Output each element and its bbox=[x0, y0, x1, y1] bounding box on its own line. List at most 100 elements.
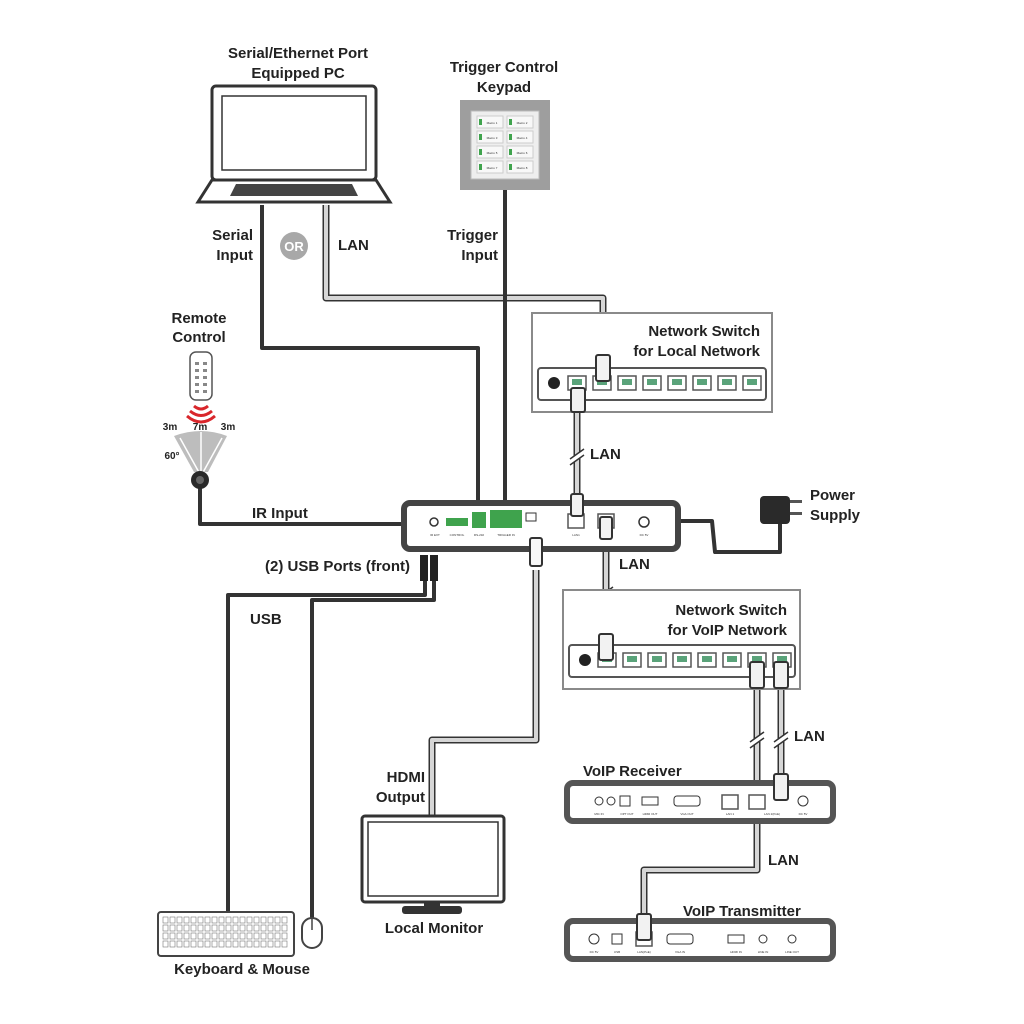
keyboard-key bbox=[253, 932, 260, 940]
keyboard-mouse-label: Keyboard & Mouse bbox=[174, 961, 310, 978]
pc-title-line2: Equipped PC bbox=[251, 65, 345, 82]
angle-label: 60° bbox=[164, 451, 179, 462]
switch-port bbox=[617, 375, 637, 391]
voip-transmitter: DC 5V USB LAN(PoE) VGA IN HDMI IN LINE I… bbox=[564, 918, 836, 962]
or-badge: OR bbox=[280, 232, 308, 260]
or-badge-text: OR bbox=[284, 239, 304, 254]
range-center-label: 7m bbox=[193, 422, 208, 433]
svg-text:CONTROL: CONTROL bbox=[450, 533, 465, 537]
svg-text:LAN(PoE): LAN(PoE) bbox=[637, 950, 651, 954]
keyboard-key bbox=[197, 932, 204, 940]
keyboard-key bbox=[246, 932, 253, 940]
svg-text:VGA IN: VGA IN bbox=[675, 950, 685, 954]
keypad-button-label: Macro 5 bbox=[487, 151, 498, 155]
keyboard-key bbox=[211, 916, 218, 924]
power-supply-label-line1: Power bbox=[810, 487, 855, 504]
keyboard-key bbox=[253, 924, 260, 932]
svg-text:TRIGGER IN: TRIGGER IN bbox=[497, 533, 515, 537]
pc-title-line1: Serial/Ethernet Port bbox=[228, 45, 368, 62]
keyboard-key bbox=[274, 932, 281, 940]
voip-switch-plugs bbox=[598, 633, 789, 689]
power-supply-icon bbox=[760, 496, 802, 524]
keyboard-key bbox=[190, 932, 197, 940]
keyboard-key bbox=[281, 940, 288, 948]
keyboard-key bbox=[260, 932, 267, 940]
keyboard-key bbox=[267, 940, 274, 948]
svg-text:RS-232: RS-232 bbox=[474, 533, 485, 537]
svg-text:VGA OUT: VGA OUT bbox=[680, 812, 694, 816]
keyboard-key bbox=[169, 924, 176, 932]
usb-keyboard-cable bbox=[226, 580, 427, 912]
keyboard-key bbox=[197, 924, 204, 932]
keypad-button: Macro 3 bbox=[476, 130, 504, 144]
switch-port bbox=[722, 652, 742, 668]
keyboard-key bbox=[281, 916, 288, 924]
switch-port bbox=[742, 375, 762, 391]
keyboard-key bbox=[183, 940, 190, 948]
keyboard-key bbox=[218, 940, 225, 948]
svg-text:OPT OUT: OPT OUT bbox=[620, 812, 633, 816]
local-switch-title-line1: Network Switch bbox=[648, 323, 760, 340]
local-lan-label: LAN bbox=[590, 446, 621, 463]
keyboard-key bbox=[190, 924, 197, 932]
usb-label: USB bbox=[250, 611, 282, 628]
keyboard-key bbox=[211, 940, 218, 948]
keyboard-key bbox=[267, 924, 274, 932]
keyboard-key bbox=[162, 940, 169, 948]
power-cable bbox=[665, 519, 782, 554]
keyboard-key bbox=[274, 940, 281, 948]
keyboard-key bbox=[204, 916, 211, 924]
keypad-title-line1: Trigger Control bbox=[450, 59, 558, 76]
keyboard-key bbox=[225, 916, 232, 924]
keypad-button: Macro 8 bbox=[506, 160, 534, 174]
keyboard-key bbox=[218, 916, 225, 924]
voip-lan-label: LAN bbox=[619, 556, 650, 573]
keyboard-icon bbox=[157, 911, 295, 957]
keyboard-key bbox=[239, 924, 246, 932]
remote-control-icon bbox=[189, 351, 213, 401]
hdmi-cable-inner bbox=[430, 570, 538, 818]
serial-input-label-line1: Serial bbox=[212, 227, 253, 244]
keyboard-key bbox=[267, 932, 274, 940]
serial-input-label-line2: Input bbox=[216, 247, 253, 264]
keyboard-key bbox=[204, 932, 211, 940]
power-supply-label-line2: Supply bbox=[810, 507, 861, 524]
keypad-title-line2: Keypad bbox=[477, 79, 531, 96]
keyboard-key bbox=[281, 932, 288, 940]
keyboard-key bbox=[281, 924, 288, 932]
keyboard-key bbox=[246, 916, 253, 924]
transmitter-lan-plug bbox=[636, 913, 652, 941]
keyboard-key bbox=[162, 932, 169, 940]
keyboard-key bbox=[232, 932, 239, 940]
keypad-button: Macro 5 bbox=[476, 145, 504, 159]
keyboard-key bbox=[197, 916, 204, 924]
voip-switch-title-line1: Network Switch bbox=[675, 602, 787, 619]
keyboard-key bbox=[260, 940, 267, 948]
keyboard-key bbox=[239, 940, 246, 948]
keyboard-key bbox=[239, 932, 246, 940]
voip-transmitter-title: VoIP Transmitter bbox=[683, 903, 801, 920]
pc-lan-label: LAN bbox=[338, 237, 369, 254]
local-switch-title-line2: for Local Network bbox=[633, 343, 760, 360]
keypad-button-label: Macro 1 bbox=[487, 121, 498, 125]
switch-port bbox=[717, 375, 737, 391]
keyboard-key bbox=[162, 916, 169, 924]
keypad-button-label: Macro 8 bbox=[517, 166, 528, 170]
usb-mouse-cable bbox=[310, 580, 436, 920]
range-left-label: 3m bbox=[163, 422, 178, 433]
keyboard-key bbox=[204, 924, 211, 932]
keyboard-key bbox=[190, 916, 197, 924]
keypad-button-label: Macro 7 bbox=[487, 166, 498, 170]
trigger-input-label-line1: Trigger bbox=[447, 227, 498, 244]
hdmi-output-label-line2: Output bbox=[376, 789, 425, 806]
svg-text:LINE OUT: LINE OUT bbox=[785, 950, 799, 954]
keyboard-key bbox=[197, 940, 204, 948]
switch-port bbox=[622, 652, 642, 668]
local-switch-plugs bbox=[570, 354, 611, 413]
keyboard-key bbox=[204, 940, 211, 948]
keypad-button: Macro 2 bbox=[506, 115, 534, 129]
svg-text:HDMI IN: HDMI IN bbox=[730, 950, 742, 954]
keyboard-key bbox=[232, 916, 239, 924]
